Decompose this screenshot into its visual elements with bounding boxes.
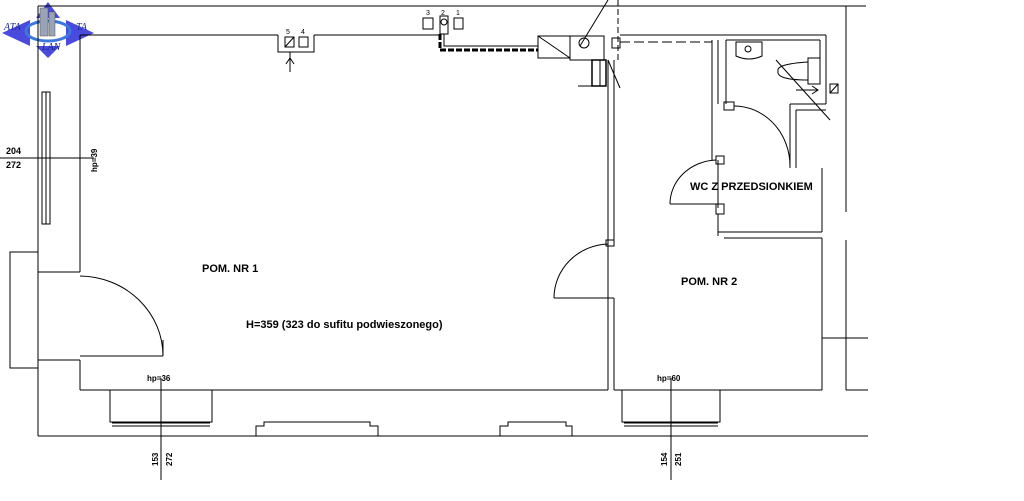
bottom2-dim-a: 154 <box>660 452 669 466</box>
kitchen-duct <box>438 0 712 89</box>
vent-number-3: 3 <box>426 10 430 17</box>
bottom1-dim-a: 153 <box>151 452 160 466</box>
logo-text-bottom: LAN <box>41 42 62 53</box>
room1-height-note: H=359 (323 do sufitu podwieszonego) <box>246 319 443 331</box>
logo-text-right: TA <box>76 22 88 33</box>
vent-numbers: 5 4 3 2 1 <box>286 10 460 36</box>
left-hp-label: hp=39 <box>90 148 99 172</box>
vent-1 <box>453 17 464 30</box>
vent-number-4: 4 <box>301 29 305 36</box>
room2-door-arc <box>553 243 609 299</box>
bottom2-dim-b: 251 <box>674 452 683 466</box>
toilet-tank-icon <box>807 57 821 85</box>
room-labels: POM. NR 1 H=359 (323 do sufitu podwieszo… <box>202 181 813 331</box>
vent-3 <box>422 17 434 30</box>
logo-building-icon <box>39 7 56 37</box>
company-logo: ATA TA LAN <box>2 2 94 58</box>
vent-5 <box>284 36 295 48</box>
bottom2-hp-label: hp=60 <box>657 374 681 383</box>
vent-4 <box>298 36 309 48</box>
room1-label: POM. NR 1 <box>202 263 258 275</box>
left-dim-top: 204 <box>6 146 21 156</box>
toilet-bowl-icon <box>777 61 809 81</box>
bottom1-dim-b: 272 <box>165 452 174 466</box>
washbasin-icon <box>735 41 763 60</box>
room2-label: POM. NR 2 <box>681 276 737 288</box>
left-dim-bottom: 272 <box>6 160 21 170</box>
wc-vestibule-door-arc <box>669 159 717 205</box>
entrance-door-arc <box>79 275 164 357</box>
dimension-labels: 204 272 hp=39 hp=36 153 272 hp=60 154 25… <box>6 146 683 466</box>
wc-door-arc <box>733 105 791 167</box>
wc-label: WC Z PRZEDSIONKIEM <box>690 181 813 193</box>
bottom1-hp-label: hp=36 <box>147 374 171 383</box>
dimensions <box>0 157 672 480</box>
walls <box>9 5 868 437</box>
vent-shafts <box>284 15 464 72</box>
vent-number-2: 2 <box>441 10 445 17</box>
vent-number-5: 5 <box>286 29 290 36</box>
wc-vent-icon <box>829 83 839 94</box>
logo-text-left: ATA <box>3 22 22 33</box>
vent-number-1: 1 <box>456 10 460 17</box>
wc-fixtures <box>735 41 839 121</box>
door-swings <box>79 105 791 357</box>
